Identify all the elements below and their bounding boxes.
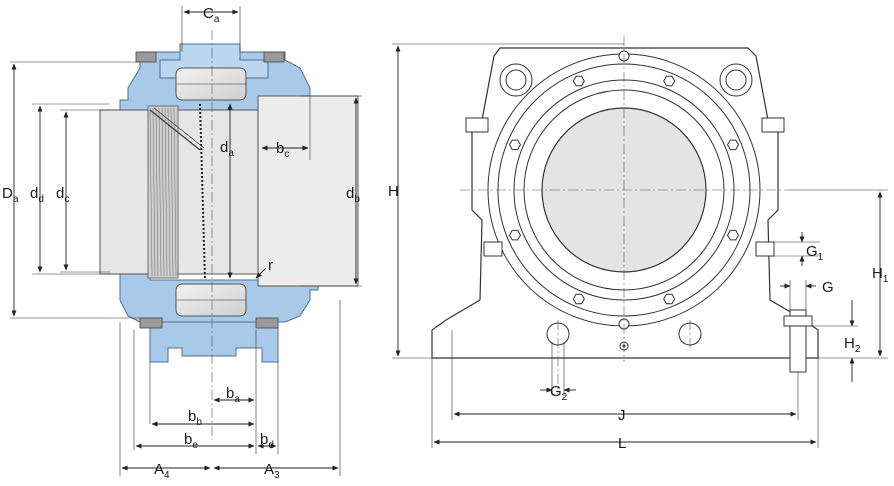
- label-G1: G1: [806, 243, 824, 263]
- label-bd: bd: [260, 431, 274, 451]
- label-A4: A4: [154, 461, 170, 481]
- sleeve-threads: [147, 105, 179, 279]
- label-A3: A3: [264, 461, 280, 481]
- thread-line: [149, 107, 153, 277]
- thread-line: [173, 107, 177, 277]
- cap-bolt-hex: [726, 139, 740, 151]
- bolt-left: [465, 117, 489, 133]
- cap-bolt-hex: [726, 229, 740, 241]
- cap-bolt-hex: [663, 293, 676, 305]
- section-view: Ca Da dd dc da bc db r ba bb: [2, 5, 362, 481]
- seal-left-top: [135, 51, 157, 63]
- label-H2: H2: [844, 335, 861, 355]
- thread-line: [167, 107, 171, 277]
- shaft-step: [257, 95, 359, 287]
- lug-hole-right-inner: [725, 69, 747, 91]
- thread-line: [164, 107, 168, 277]
- thread-line: [161, 107, 165, 277]
- thread-line: [152, 107, 156, 277]
- bearing-rollers: [175, 67, 247, 317]
- label-ba: ba: [226, 385, 240, 405]
- label-H: H: [388, 183, 399, 200]
- label-dd: dd: [30, 185, 44, 205]
- cap-bolt-hex: [508, 139, 522, 151]
- seal-right-top: [263, 51, 285, 63]
- label-L: L: [618, 435, 626, 452]
- label-G: G: [822, 279, 834, 296]
- label-G2: G2: [550, 383, 568, 403]
- label-be: be: [184, 431, 198, 451]
- cap-bolts: [508, 50, 740, 330]
- label-Da: Da: [2, 185, 19, 205]
- bolt-right: [761, 117, 785, 133]
- label-da: da: [220, 139, 234, 159]
- cap-bolt-hex: [572, 293, 585, 305]
- lug-hole-left-inner: [505, 69, 527, 91]
- thread-line: [158, 107, 162, 277]
- front-view: H H1 G1 G H2 G2 J: [388, 36, 889, 452]
- label-dc: dc: [56, 185, 69, 205]
- thread-line: [155, 107, 159, 277]
- seal-left-bottom: [139, 317, 163, 329]
- label-Ca: Ca: [203, 5, 220, 25]
- label-db: db: [346, 185, 360, 205]
- label-bb: bb: [188, 408, 202, 428]
- label-bc: bc: [276, 140, 289, 160]
- label-J: J: [618, 407, 626, 424]
- cap-bolt-hex: [663, 75, 676, 87]
- seal-right-bottom: [255, 317, 279, 329]
- thread-line: [170, 107, 174, 277]
- cap-bolt-hex: [508, 229, 522, 241]
- label-H1: H1: [872, 265, 889, 285]
- cap-bolt-hex: [572, 75, 585, 87]
- label-r: r: [268, 257, 273, 274]
